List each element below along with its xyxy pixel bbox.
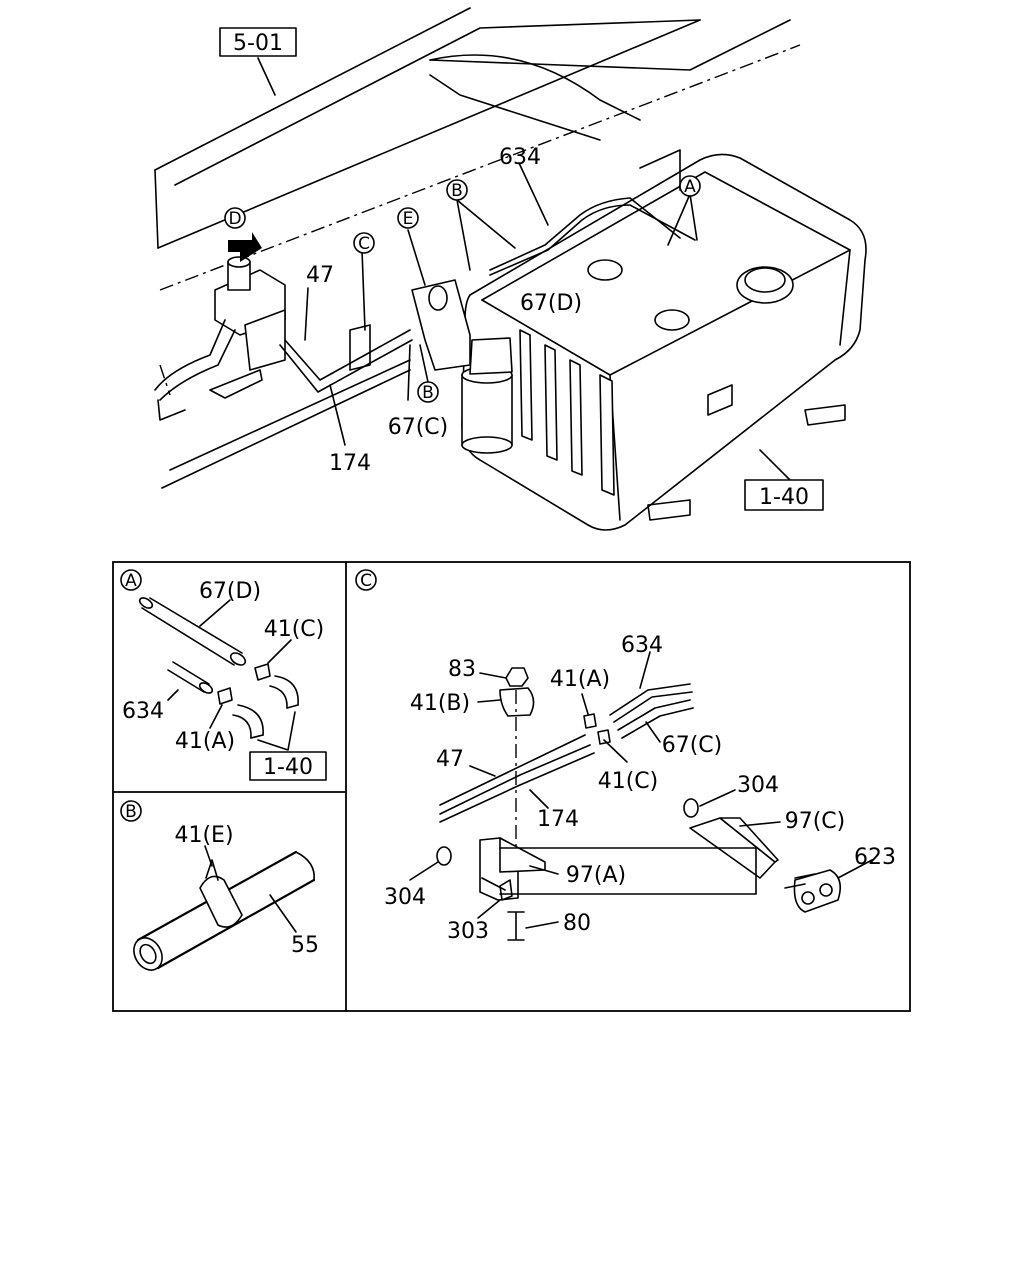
detail-c-label-623: 623 — [854, 845, 896, 870]
fuel-tank — [461, 149, 867, 531]
detail-c-label-80: 80 — [563, 911, 591, 936]
detail-c-label-304b: 304 — [384, 885, 426, 910]
detail-c-label-304a: 304 — [737, 773, 779, 798]
callout-b2: B — [422, 383, 434, 403]
label-67d: 67(D) — [520, 291, 582, 316]
callout-d: D — [228, 209, 241, 229]
fuel-filter-assembly — [411, 279, 513, 454]
detail-frame — [112, 561, 911, 1012]
detail-c-label-174: 174 — [537, 807, 579, 832]
detail-a: A 67(D) 41(C) 634 41(A) 1-40 — [120, 569, 327, 781]
callout-a: A — [684, 177, 696, 197]
fuel-line-634 — [489, 197, 681, 271]
detail-b-label-41e: 41(E) — [174, 823, 233, 848]
ref-box-frame — [219, 27, 297, 57]
water-separator — [154, 256, 286, 401]
detail-a-marker: A — [125, 571, 137, 591]
ref-frame-label: 5-01 — [233, 31, 283, 56]
detail-b-label-55: 55 — [291, 933, 319, 958]
detail-c-label-67c: 67(C) — [662, 733, 723, 758]
detail-c-label-41a: 41(A) — [550, 667, 610, 692]
callout-b: B — [451, 181, 463, 201]
overview-illustration — [154, 7, 867, 531]
detail-a-label-41a: 41(A) — [175, 729, 235, 754]
detail-c-label-97a: 97(A) — [566, 863, 626, 888]
ref-tank-label: 1-40 — [759, 485, 809, 510]
label-47: 47 — [306, 263, 334, 288]
detail-c-label-83: 83 — [448, 657, 476, 682]
ref-box-tank — [744, 479, 824, 511]
detail-c-label-47: 47 — [436, 747, 464, 772]
detail-b-marker: B — [125, 802, 137, 822]
callout-b-circle — [446, 179, 468, 201]
callout-c: C — [358, 234, 370, 254]
detail-c-label-303: 303 — [447, 919, 489, 944]
detail-b: B 41(E) 55 — [120, 800, 319, 971]
label-174: 174 — [329, 451, 371, 476]
detail-c-marker: C — [360, 571, 372, 591]
label-634: 634 — [499, 145, 541, 170]
fuel-line-174 — [279, 339, 413, 393]
detail-a-label-67d: 67(D) — [199, 579, 261, 604]
detail-c-label-41b: 41(B) — [410, 691, 470, 716]
view-direction-arrow — [228, 232, 262, 262]
callout-e: E — [403, 209, 414, 229]
fuel-line-47 — [284, 329, 411, 381]
detail-c-label-41c: 41(C) — [598, 769, 659, 794]
detail-a-label-41c: 41(C) — [264, 617, 325, 642]
callout-a-circle — [679, 175, 701, 197]
detail-c-label-634: 634 — [621, 633, 663, 658]
detail-c: C — [355, 569, 896, 944]
callout-c-circle — [353, 232, 375, 254]
callout-d-circle — [224, 207, 246, 229]
callout-e-circle — [397, 207, 419, 229]
frame-rail — [154, 7, 801, 489]
detail-a-label-634: 634 — [122, 699, 164, 724]
callout-b2-circle — [417, 381, 439, 403]
label-67c: 67(C) — [388, 415, 449, 440]
detail-a-ref: 1-40 — [263, 755, 313, 780]
detail-c-label-97c: 97(C) — [785, 809, 846, 834]
